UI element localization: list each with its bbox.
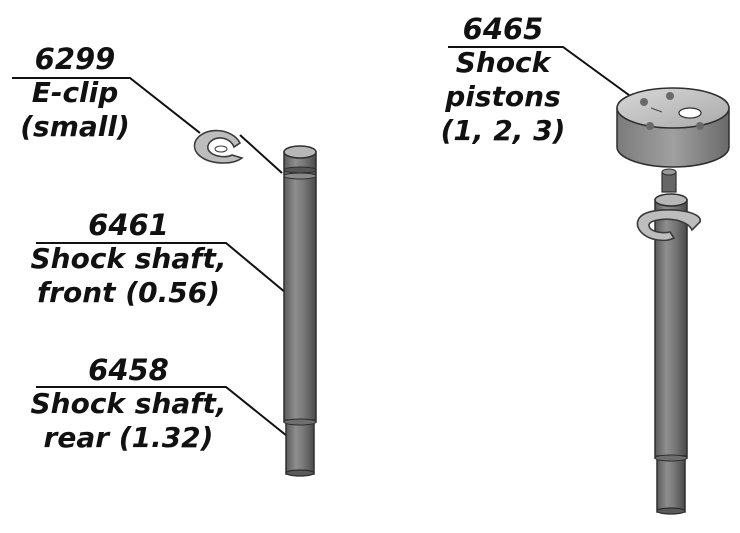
leader-line-6458 <box>36 386 293 441</box>
part-description-line: Shock <box>455 46 551 79</box>
part-description-line: (small) <box>20 110 130 143</box>
callout-6458: 6458 Shock shaft, rear (1.32) <box>26 353 231 455</box>
part-description-line: front (0.56) <box>37 276 220 309</box>
part-number: 6461 <box>88 208 169 242</box>
part-number: 6458 <box>88 353 169 387</box>
leader-line-6461 <box>36 242 293 299</box>
part-description-line: rear (1.32) <box>43 421 214 454</box>
callout-6461: 6461 Shock shaft, front (0.56) <box>26 208 231 310</box>
part-description-line: Shock shaft, <box>30 242 227 275</box>
leader-line-6299-clip <box>239 134 283 174</box>
leader-line-6299 <box>12 77 201 134</box>
part-number: 6465 <box>462 12 544 46</box>
e-clip-small <box>193 129 244 164</box>
part-description-line: (1, 2, 3) <box>440 114 566 147</box>
part-description-line: Shock shaft, <box>30 387 227 420</box>
part-number: 6299 <box>34 42 116 76</box>
shock-piston <box>616 87 730 168</box>
part-description-line: pistons <box>445 80 561 113</box>
leader-line-6465 <box>448 46 634 99</box>
callout-6465: 6465 Shock pistons (1, 2, 3) <box>428 12 578 148</box>
part-description-line: E-clip <box>31 76 119 109</box>
shock-shaft-right <box>636 168 701 515</box>
shock-shaft-left <box>283 145 317 477</box>
callout-6299: 6299 E-clip (small) <box>10 42 140 144</box>
